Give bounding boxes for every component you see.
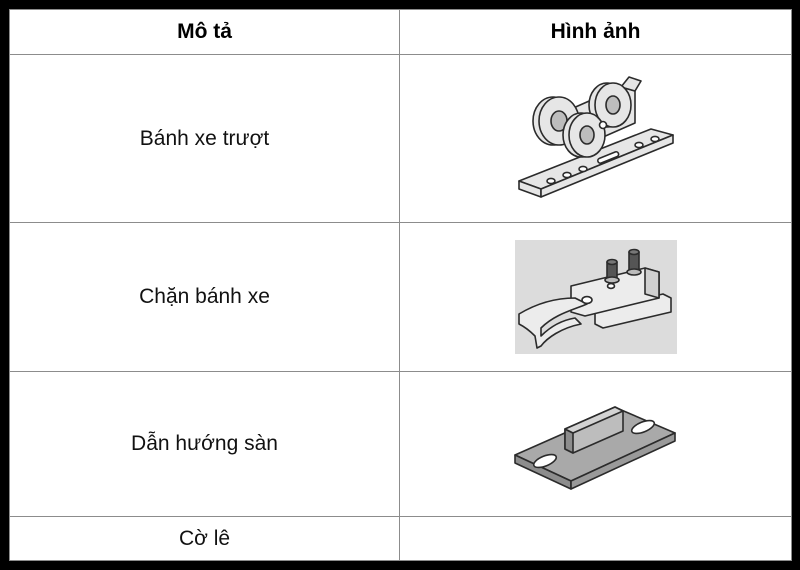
row-image-cell xyxy=(399,371,792,517)
parts-table: Mô tả Hình ảnh Bánh xe trượt xyxy=(9,9,792,561)
sliding-roller-carriage-icon xyxy=(511,69,681,209)
row-description: Dẫn hướng sàn xyxy=(9,371,400,517)
row-description: Cờ lê xyxy=(9,516,400,561)
table-row: Bánh xe trượt xyxy=(9,54,792,223)
table-row: Cờ lê xyxy=(9,516,792,561)
row-image-cell xyxy=(399,54,792,223)
table-row: Chặn bánh xe xyxy=(9,222,792,372)
row-description: Chặn bánh xe xyxy=(9,222,400,372)
floor-guide-icon xyxy=(511,389,681,499)
row-image-cell xyxy=(399,516,792,561)
table-header-row: Mô tả Hình ảnh xyxy=(9,9,792,55)
header-description: Mô tả xyxy=(9,9,400,55)
wheel-stopper-icon xyxy=(514,240,677,354)
row-description: Bánh xe trượt xyxy=(9,54,400,223)
header-image: Hình ảnh xyxy=(399,9,792,55)
row-image-cell xyxy=(399,222,792,372)
table-row: Dẫn hướng sàn xyxy=(9,371,792,517)
parts-sheet: Mô tả Hình ảnh Bánh xe trượt xyxy=(9,9,792,561)
